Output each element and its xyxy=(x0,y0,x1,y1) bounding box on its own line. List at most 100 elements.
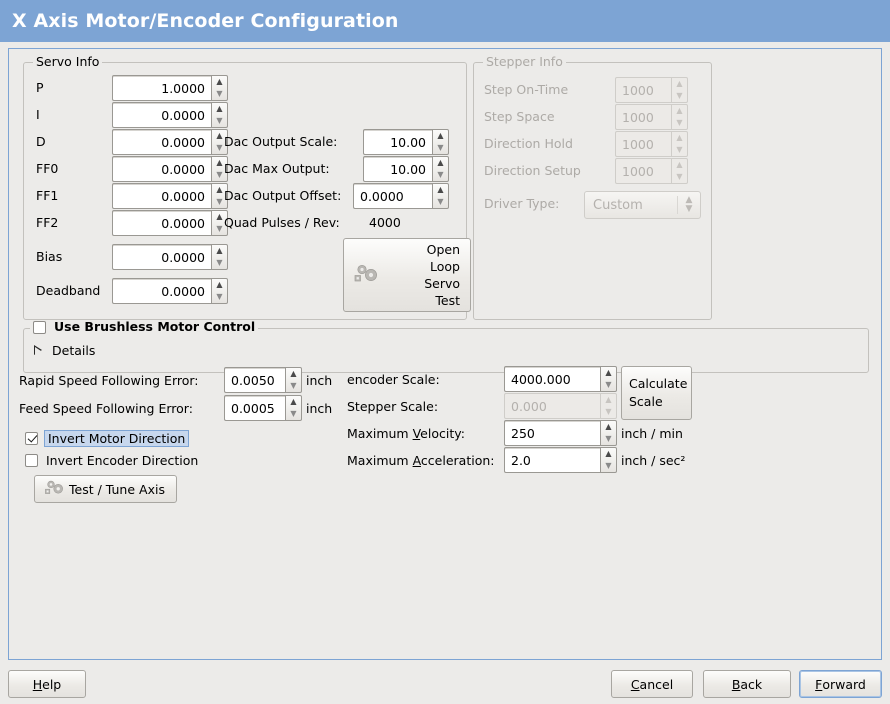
invert-motor-direction-checkbox[interactable] xyxy=(25,432,38,445)
servo-value-bias[interactable]: 0.0000 xyxy=(112,244,211,270)
spin-up-icon[interactable]: ▲ xyxy=(216,77,223,86)
servo-value-d[interactable]: 0.0000 xyxy=(112,129,211,155)
spin-down-icon[interactable]: ▼ xyxy=(290,409,297,418)
open-loop-servo-test-button[interactable]: Open Loop Servo Test xyxy=(343,238,471,312)
servo-input-i[interactable]: 0.0000 ▲▼ xyxy=(112,102,228,128)
test-tune-axis-button[interactable]: Test / Tune Axis xyxy=(34,475,177,503)
dac-output-scale-input[interactable]: 10.00 ▲▼ xyxy=(363,129,449,155)
dac-max-output-value[interactable]: 10.00 xyxy=(363,156,432,182)
spin-down-icon[interactable]: ▼ xyxy=(437,143,444,152)
servo-input-ff0[interactable]: 0.0000 ▲▼ xyxy=(112,156,228,182)
servo-spin-deadband[interactable]: ▲▼ xyxy=(211,278,228,304)
maximum-acceleration-value[interactable]: 2.0 xyxy=(504,447,600,473)
servo-value-deadband[interactable]: 0.0000 xyxy=(112,278,211,304)
spin-down-icon[interactable]: ▼ xyxy=(216,116,223,125)
servo-spin-bias[interactable]: ▲▼ xyxy=(211,244,228,270)
spin-up-icon[interactable]: ▲ xyxy=(216,185,223,194)
servo-spin-ff2[interactable]: ▲▼ xyxy=(211,210,228,236)
spin-down-icon[interactable]: ▼ xyxy=(216,89,223,98)
spin-up-icon[interactable]: ▲ xyxy=(216,104,223,113)
servo-input-p[interactable]: 1.0000 ▲▼ xyxy=(112,75,228,101)
use-brushless-motor-control-checkbox[interactable] xyxy=(33,320,46,334)
servo-value-ff0[interactable]: 0.0000 xyxy=(112,156,211,182)
rapid-speed-spin[interactable]: ▲▼ xyxy=(285,367,302,393)
servo-value-p[interactable]: 1.0000 xyxy=(112,75,211,101)
spin-down-icon[interactable]: ▼ xyxy=(290,381,297,390)
servo-spin-ff1[interactable]: ▲▼ xyxy=(211,183,228,209)
spin-down-icon[interactable]: ▼ xyxy=(216,197,223,206)
encoder-scale-value[interactable]: 4000.000 xyxy=(504,366,600,392)
feed-speed-spin[interactable]: ▲▼ xyxy=(285,395,302,421)
servo-input-bias[interactable]: 0.0000 ▲▼ xyxy=(112,244,228,270)
servo-spin-p[interactable]: ▲▼ xyxy=(211,75,228,101)
spin-down-icon[interactable]: ▼ xyxy=(437,170,444,179)
servo-input-ff1[interactable]: 0.0000 ▲▼ xyxy=(112,183,228,209)
invert-encoder-direction-row[interactable]: Invert Encoder Direction xyxy=(25,453,198,468)
rapid-speed-following-error-value[interactable]: 0.0050 xyxy=(224,367,285,393)
dac-max-output-spin[interactable]: ▲▼ xyxy=(432,156,449,182)
spin-up-icon[interactable]: ▲ xyxy=(216,246,223,255)
spin-up-icon[interactable]: ▲ xyxy=(216,158,223,167)
step-on-time-spin: ▲▼ xyxy=(671,77,688,103)
dac-max-output-input[interactable]: 10.00 ▲▼ xyxy=(363,156,449,182)
spin-up-icon[interactable]: ▲ xyxy=(605,449,612,458)
spin-up-icon[interactable]: ▲ xyxy=(605,422,612,431)
servo-value-ff2[interactable]: 0.0000 xyxy=(112,210,211,236)
calculate-scale-line-1: Calculate xyxy=(629,376,688,391)
maximum-velocity-spin[interactable]: ▲▼ xyxy=(600,420,617,446)
spin-up-icon[interactable]: ▲ xyxy=(216,131,223,140)
dac-output-scale-value[interactable]: 10.00 xyxy=(363,129,432,155)
back-mnemonic: B xyxy=(731,676,741,692)
spin-down-icon[interactable]: ▼ xyxy=(605,380,612,389)
details-expander[interactable]: Details xyxy=(34,343,95,358)
spin-down-icon[interactable]: ▼ xyxy=(605,434,612,443)
invert-encoder-direction-checkbox[interactable] xyxy=(25,454,38,467)
encoder-scale-spin[interactable]: ▲▼ xyxy=(600,366,617,392)
servo-input-ff2[interactable]: 0.0000 ▲▼ xyxy=(112,210,228,236)
servo-spin-d[interactable]: ▲▼ xyxy=(211,129,228,155)
calculate-scale-button[interactable]: Calculate Scale xyxy=(621,366,692,420)
spin-up-icon[interactable]: ▲ xyxy=(290,369,297,378)
maximum-velocity-value[interactable]: 250 xyxy=(504,420,600,446)
spin-up-icon[interactable]: ▲ xyxy=(437,158,444,167)
maximum-acceleration-input[interactable]: 2.0 ▲▼ xyxy=(504,447,617,473)
servo-spin-ff0[interactable]: ▲▼ xyxy=(211,156,228,182)
quad-pulses-value: 4000 xyxy=(369,215,401,230)
spin-up-icon[interactable]: ▲ xyxy=(290,397,297,406)
servo-input-deadband[interactable]: 0.0000 ▲▼ xyxy=(112,278,228,304)
dac-output-offset-value[interactable]: 0.0000 xyxy=(353,183,432,209)
maximum-velocity-input[interactable]: 250 ▲▼ xyxy=(504,420,617,446)
spin-up-icon[interactable]: ▲ xyxy=(216,280,223,289)
spin-down-icon[interactable]: ▼ xyxy=(216,170,223,179)
spin-up-icon[interactable]: ▲ xyxy=(605,368,612,377)
maximum-acceleration-spin[interactable]: ▲▼ xyxy=(600,447,617,473)
spin-up-icon[interactable]: ▲ xyxy=(437,185,444,194)
spin-down-icon[interactable]: ▼ xyxy=(216,143,223,152)
test-tune-axis-label: Test / Tune Axis xyxy=(69,481,165,497)
spin-up-icon[interactable]: ▲ xyxy=(437,131,444,140)
spin-down-icon[interactable]: ▼ xyxy=(605,461,612,470)
servo-spin-i[interactable]: ▲▼ xyxy=(211,102,228,128)
feed-speed-following-error-value[interactable]: 0.0005 xyxy=(224,395,285,421)
spin-down-icon[interactable]: ▼ xyxy=(216,258,223,267)
servo-value-ff1[interactable]: 0.0000 xyxy=(112,183,211,209)
direction-hold-value: 1000 xyxy=(615,131,671,157)
dac-output-offset-spin[interactable]: ▲▼ xyxy=(432,183,449,209)
dac-output-offset-input[interactable]: 0.0000 ▲▼ xyxy=(353,183,449,209)
chevron-right-icon[interactable] xyxy=(34,345,42,356)
spin-down-icon[interactable]: ▼ xyxy=(437,197,444,206)
servo-value-i[interactable]: 0.0000 xyxy=(112,102,211,128)
spin-down-icon[interactable]: ▼ xyxy=(216,224,223,233)
encoder-scale-input[interactable]: 4000.000 ▲▼ xyxy=(504,366,617,392)
spin-down-icon[interactable]: ▼ xyxy=(216,292,223,301)
invert-motor-direction-row[interactable]: Invert Motor Direction xyxy=(25,430,190,447)
feed-speed-following-error-input[interactable]: 0.0005 ▲▼ xyxy=(224,395,302,421)
servo-input-d[interactable]: 0.0000 ▲▼ xyxy=(112,129,228,155)
dac-output-scale-spin[interactable]: ▲▼ xyxy=(432,129,449,155)
spin-up-icon[interactable]: ▲ xyxy=(216,212,223,221)
rapid-speed-following-error-input[interactable]: 0.0050 ▲▼ xyxy=(224,367,302,393)
